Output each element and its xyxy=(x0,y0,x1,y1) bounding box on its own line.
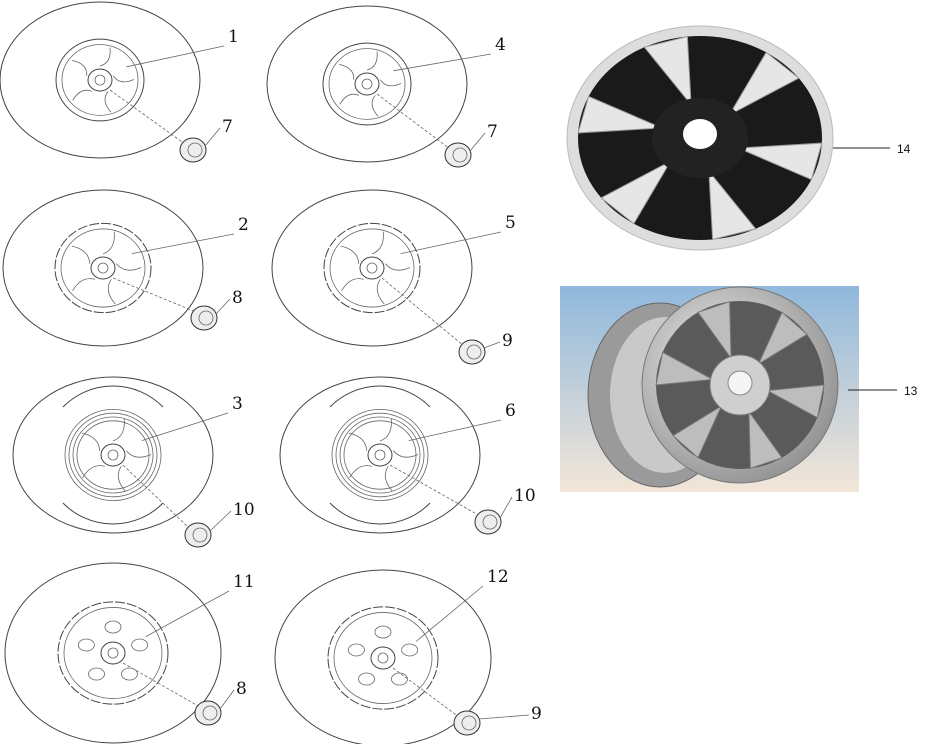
callout-number: 5 xyxy=(505,213,516,233)
wheel-drawing: 47 xyxy=(266,5,506,168)
callout-13: 13 xyxy=(904,384,918,398)
callout-number: 8 xyxy=(236,679,247,699)
callout-number: 4 xyxy=(495,35,506,55)
wheel-drawing: 12 9 xyxy=(274,567,542,744)
callout-number: 12 xyxy=(487,567,509,587)
hub-cap-part xyxy=(444,142,472,168)
wheel-drawing: 11 8 xyxy=(4,562,255,744)
callout-number: 8 xyxy=(232,288,243,308)
callout-number: 2 xyxy=(238,215,249,235)
hub-cap-part xyxy=(179,137,207,163)
hub-cap-part xyxy=(458,339,486,365)
callout-14: 14 xyxy=(897,142,911,156)
hub-cap-part xyxy=(184,522,212,548)
wheel-drawing: 6 10 xyxy=(279,376,536,535)
hub-cap-part xyxy=(453,710,481,736)
wheel-photo-14: 14 xyxy=(566,25,911,251)
hub-cap-part xyxy=(474,509,502,535)
callout-number: 9 xyxy=(531,704,542,724)
wheel-render-13: 13 xyxy=(560,286,918,492)
callout-number: 9 xyxy=(502,331,513,351)
callout-number: 6 xyxy=(505,401,516,421)
wheel-drawing: 3 10 xyxy=(12,376,255,548)
callout-number: 7 xyxy=(487,122,498,142)
wheel-drawing: 28 xyxy=(2,189,249,347)
callout-number: 10 xyxy=(514,486,536,506)
callout-number: 3 xyxy=(232,394,243,414)
wheel-drawing: 59 xyxy=(271,189,516,365)
hub-cap-part xyxy=(190,305,218,331)
callout-number: 7 xyxy=(222,117,233,137)
callout-number: 10 xyxy=(233,500,255,520)
callout-number: 11 xyxy=(233,572,255,592)
callout-number: 1 xyxy=(228,27,239,47)
hub-cap-part xyxy=(194,700,222,726)
wheel-drawing: 17 xyxy=(0,1,239,163)
